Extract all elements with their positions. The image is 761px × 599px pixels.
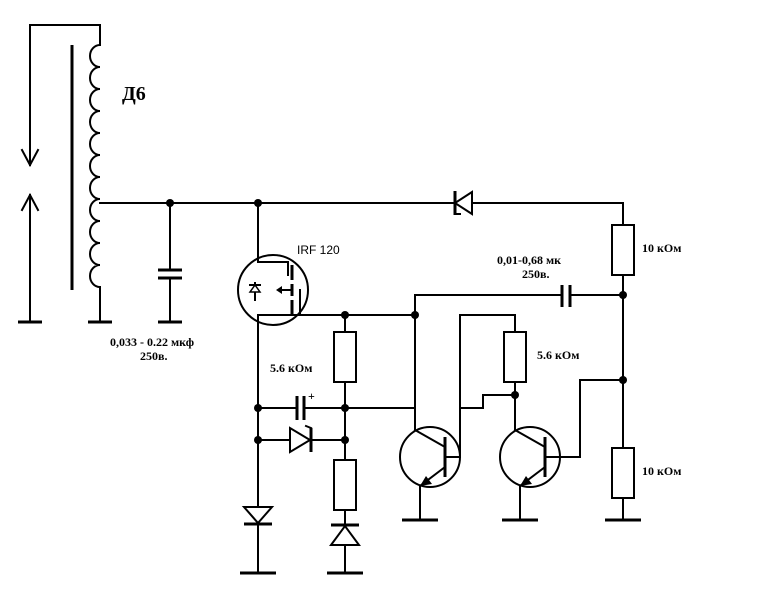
r-top-right-label: 10 кОм (642, 241, 681, 255)
inductor-coil (88, 24, 112, 324)
resistor-lower (327, 459, 363, 575)
r-gate-label: 5.6 кОм (270, 361, 312, 375)
r-mid-label: 5.6 кОм (537, 348, 579, 362)
resistor-mid (459, 314, 527, 431)
cap1-voltage-label: 250в. (140, 349, 167, 363)
capacitor-c1 (158, 202, 182, 324)
cap2-voltage-label: 250в. (522, 267, 549, 281)
resistor-gate (333, 311, 357, 461)
cap2-value-label: 0,01-0,68 мк (497, 253, 561, 267)
mosfet-irf120 (237, 202, 416, 326)
output-arrows (18, 24, 101, 324)
cap1-value-label: 0,033 - 0.22 мкф (110, 335, 194, 349)
source-line (254, 324, 262, 508)
top-diode (453, 190, 473, 216)
transistor-q1 (399, 314, 516, 522)
top-rail (99, 199, 624, 226)
mosfet-label: IRF 120 (297, 243, 340, 257)
resistor-top-right (611, 224, 635, 449)
diode-left-ground (240, 506, 276, 575)
transistor-q2 (499, 376, 627, 522)
electrolytic-capacitor (257, 396, 346, 420)
zener-diode (257, 424, 346, 454)
r-bottom-right-label: 10 кОм (642, 464, 681, 478)
resistor-bottom-right (605, 447, 641, 522)
cap2-line (414, 285, 627, 316)
inductor-label: Д6 (122, 83, 146, 105)
polarity-label: + (308, 389, 315, 403)
